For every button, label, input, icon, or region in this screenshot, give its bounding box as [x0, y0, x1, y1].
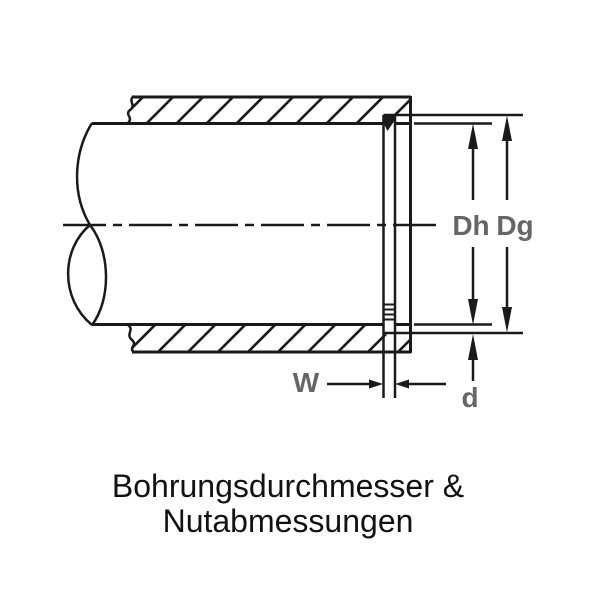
- dimension-dh: [414, 122, 492, 326]
- dg-arrow-up: [502, 115, 512, 141]
- dg-arrow-down: [502, 307, 512, 333]
- top-wall-hatch: [131, 97, 411, 123]
- bore-break-curve: [75, 122, 94, 226]
- dimension-dg: [383, 113, 523, 335]
- dh-arrow-down: [468, 299, 478, 325]
- bottom-wall-hatch: [131, 325, 411, 352]
- bottom-wall-break-edge: [127, 323, 136, 354]
- w-arrow-right: [369, 379, 383, 389]
- cylinder-cross-section: [66, 94, 412, 354]
- d-label: d: [461, 382, 478, 413]
- dh-arrow-up: [468, 123, 478, 149]
- dimension-w: [327, 379, 446, 389]
- dimension-d: [468, 334, 478, 381]
- w-label: W: [293, 367, 320, 398]
- bore-break-loop: [66, 224, 108, 326]
- ring-section-bottom: [384, 303, 394, 321]
- ring-section-top: [384, 116, 395, 131]
- w-arrow-left: [395, 379, 409, 389]
- caption-line-2: Nutabmessungen: [163, 503, 414, 539]
- retaining-ring: [382, 115, 397, 398]
- top-wall-break-edge: [126, 94, 135, 124]
- d-arrow-up: [468, 334, 478, 360]
- dh-label: Dh: [452, 210, 489, 241]
- caption-line-1: Bohrungsdurchmesser &: [112, 468, 464, 504]
- dg-label: Dg: [496, 210, 533, 241]
